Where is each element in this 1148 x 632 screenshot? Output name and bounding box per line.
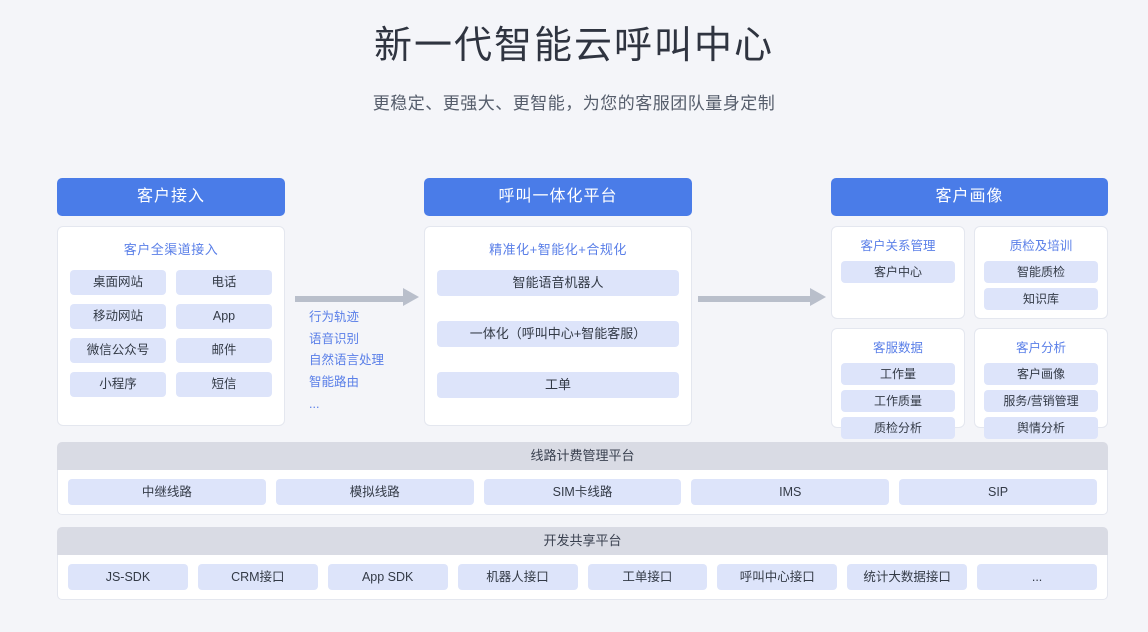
chip-more[interactable]: ... xyxy=(977,564,1097,590)
chip-desktop-site[interactable]: 桌面网站 xyxy=(70,270,166,295)
chip-trunk-line[interactable]: 中继线路 xyxy=(68,479,266,505)
arrow-label-behavior-track: 行为轨迹 xyxy=(309,310,360,324)
page-title: 新一代智能云呼叫中心 xyxy=(373,25,774,67)
chip-knowledge-base[interactable]: 知识库 xyxy=(984,288,1098,310)
page-header: 新一代智能云呼叫中心 更稳定、更强大、更智能，为您的客服团队量身定制 xyxy=(0,0,1148,114)
card-title-crm: 客户关系管理 xyxy=(860,239,936,253)
chip-robot-api[interactable]: 机器人接口 xyxy=(457,564,578,590)
band-chips-dev-platform: JS-SDK CRM接口 App SDK 机器人接口 工单接口 呼叫中心接口 统… xyxy=(57,555,1108,600)
card-title-quality-training: 质检及培训 xyxy=(1009,239,1073,253)
chip-smart-quality-check[interactable]: 智能质检 xyxy=(984,261,1098,283)
chip-work-order[interactable]: 工单 xyxy=(437,372,679,398)
chip-sms[interactable]: 短信 xyxy=(176,372,272,397)
chip-app[interactable]: App xyxy=(176,304,272,329)
column-call-platform: 呼叫一体化平台 精准化+智能化+合规化 智能语音机器人 一体化（呼叫中心+智能客… xyxy=(424,178,692,426)
column-customer-profile: 客户画像 客户关系管理 客户中心 质检及培训 智能质检 知识库 xyxy=(831,178,1108,439)
column-customer-access: 客户接入 客户全渠道接入 桌面网站 电话 移动网站 App 微信公众号 邮件 小… xyxy=(57,178,285,426)
card-title-service-data: 客服数据 xyxy=(872,341,923,355)
columns-row: 客户接入 客户全渠道接入 桌面网站 电话 移动网站 App 微信公众号 邮件 小… xyxy=(57,178,1108,439)
chip-wechat-official[interactable]: 微信公众号 xyxy=(70,338,166,363)
chip-workload[interactable]: 工作量 xyxy=(841,363,955,385)
band-title-line-billing: 线路计费管理平台 xyxy=(57,442,1108,470)
arrow-capability-labels: 行为轨迹 语音识别 自然语言处理 智能路由 ... xyxy=(309,310,384,412)
band-dev-platform: 开发共享平台 JS-SDK CRM接口 App SDK 机器人接口 工单接口 呼… xyxy=(57,527,1108,600)
chip-voice-robot[interactable]: 智能语音机器人 xyxy=(437,270,679,296)
platform-chip-stack: 智能语音机器人 一体化（呼叫中心+智能客服） 工单 xyxy=(437,270,679,398)
card-customer-analysis: 客户分析 客户画像 服务/营销管理 舆情分析 xyxy=(974,328,1108,439)
arrow-head xyxy=(403,288,419,306)
column-header-customer-profile[interactable]: 客户画像 xyxy=(831,178,1108,216)
chip-call-center-api[interactable]: 呼叫中心接口 xyxy=(717,564,838,590)
column-body-call-platform: 精准化+智能化+合规化 智能语音机器人 一体化（呼叫中心+智能客服） 工单 xyxy=(424,226,692,426)
chip-sim-card-line[interactable]: SIM卡线路 xyxy=(483,479,682,505)
chip-mobile-site[interactable]: 移动网站 xyxy=(70,304,166,329)
arrow-head xyxy=(810,288,826,306)
arrow-access-to-platform-icon xyxy=(295,288,419,306)
arrow-label-nlp: 自然语言处理 xyxy=(309,353,385,368)
card-title-customer-analysis: 客户分析 xyxy=(1015,341,1066,355)
card-quality-training: 质检及培训 智能质检 知识库 xyxy=(974,226,1108,319)
arrow-bar xyxy=(698,296,812,302)
channel-chip-grid: 桌面网站 电话 移动网站 App 微信公众号 邮件 小程序 短信 xyxy=(70,270,272,397)
band-chips-line-billing: 中继线路 模拟线路 SIM卡线路 IMS SIP xyxy=(57,470,1108,515)
column-body-customer-access: 客户全渠道接入 桌面网站 电话 移动网站 App 微信公众号 邮件 小程序 短信 xyxy=(57,226,285,426)
arrow-bar xyxy=(295,296,405,302)
column-header-customer-access[interactable]: 客户接入 xyxy=(57,178,285,216)
arrow-label-smart-routing: 智能路由 xyxy=(309,374,360,389)
chip-crm-api[interactable]: CRM接口 xyxy=(197,564,318,590)
chip-sentiment-analysis[interactable]: 舆情分析 xyxy=(984,417,1098,439)
chip-app-sdk[interactable]: App SDK xyxy=(327,564,448,590)
architecture-diagram: 客户接入 客户全渠道接入 桌面网站 电话 移动网站 App 微信公众号 邮件 小… xyxy=(57,178,1108,600)
column-header-call-platform[interactable]: 呼叫一体化平台 xyxy=(424,178,692,216)
chip-ims[interactable]: IMS xyxy=(691,479,890,505)
card-chips-customer-analysis: 客户画像 服务/营销管理 舆情分析 xyxy=(984,363,1098,439)
chip-integrated-center[interactable]: 一体化（呼叫中心+智能客服） xyxy=(437,321,679,347)
chip-sip[interactable]: SIP xyxy=(899,479,1097,505)
band-line-billing: 线路计费管理平台 中继线路 模拟线路 SIM卡线路 IMS SIP xyxy=(57,442,1108,515)
chip-telephone[interactable]: 电话 xyxy=(176,270,272,295)
band-title-dev-platform: 开发共享平台 xyxy=(57,527,1108,555)
chip-email[interactable]: 邮件 xyxy=(176,338,272,363)
card-chips-service-data: 工作量 工作质量 质检分析 xyxy=(841,363,955,439)
card-chips-quality-training: 智能质检 知识库 xyxy=(984,261,1098,310)
chip-service-marketing[interactable]: 服务/营销管理 xyxy=(984,390,1098,412)
chip-quality-analysis[interactable]: 质检分析 xyxy=(841,417,955,439)
chip-mini-program[interactable]: 小程序 xyxy=(70,372,166,397)
arrow-label-speech-recognition: 语音识别 xyxy=(309,331,360,346)
card-crm: 客户关系管理 客户中心 xyxy=(831,226,965,319)
card-service-data: 客服数据 工作量 工作质量 质检分析 xyxy=(831,328,965,439)
arrow-platform-to-profile-icon xyxy=(698,288,826,306)
chip-analog-line[interactable]: 模拟线路 xyxy=(275,479,474,505)
chip-js-sdk[interactable]: JS-SDK xyxy=(68,564,188,590)
chip-work-quality[interactable]: 工作质量 xyxy=(841,390,955,412)
chip-customer-center[interactable]: 客户中心 xyxy=(841,261,955,283)
chip-work-order-api[interactable]: 工单接口 xyxy=(587,564,708,590)
arrow-label-more: ... xyxy=(309,396,320,411)
card-chips-crm: 客户中心 xyxy=(841,261,955,283)
column-subtitle-customer-access: 客户全渠道接入 xyxy=(123,242,219,257)
page-subtitle: 更稳定、更强大、更智能，为您的客服团队量身定制 xyxy=(372,94,776,114)
column-subtitle-call-platform: 精准化+智能化+合规化 xyxy=(489,242,627,257)
chip-customer-profile[interactable]: 客户画像 xyxy=(984,363,1098,385)
profile-card-grid: 客户关系管理 客户中心 质检及培训 智能质检 知识库 客服数据 xyxy=(831,226,1108,439)
chip-bigdata-stats-api[interactable]: 统计大数据接口 xyxy=(847,564,968,590)
